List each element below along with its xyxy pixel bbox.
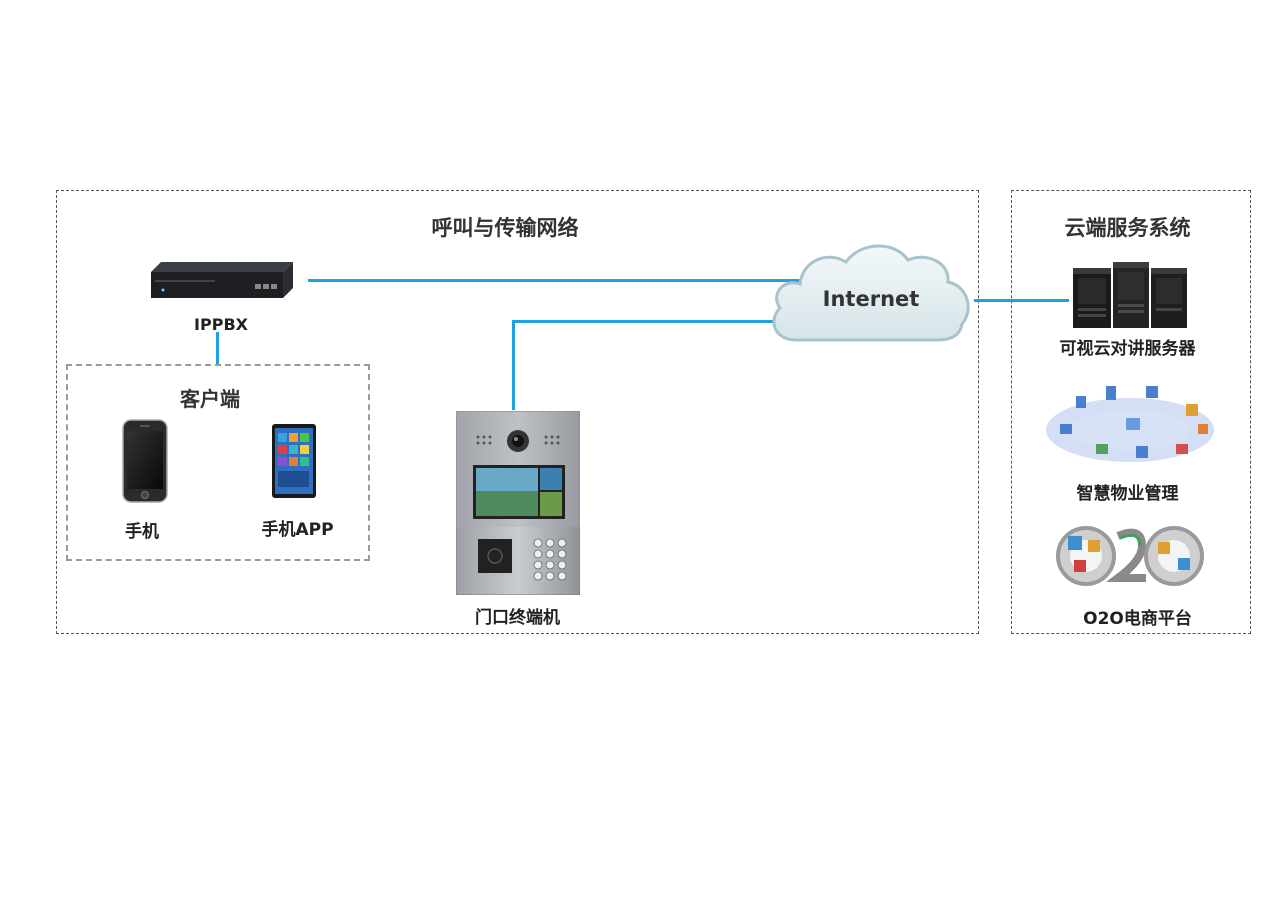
client-panel [66, 364, 370, 561]
server-tower-image [1069, 260, 1189, 330]
link-internet-server [974, 299, 1069, 302]
phone-label: 手机 [125, 522, 159, 542]
phone-app-label: 手机APP [261, 520, 334, 540]
link-door-internet [512, 320, 774, 323]
internet-label: Internet [822, 287, 920, 311]
network-title: 呼叫与传输网络 [431, 216, 579, 240]
door-terminal-image [456, 411, 580, 595]
link-ippbx-client [216, 332, 219, 364]
o2o-platform-label: O2O电商平台 [1083, 609, 1192, 629]
door-terminal-label: 门口终端机 [475, 608, 560, 628]
property-management-label: 智慧物业管理 [1076, 484, 1179, 504]
ippbx-label: IPPBX [194, 315, 248, 334]
client-title: 客户端 [180, 387, 240, 411]
phone-app-image [271, 423, 317, 499]
cloud-service-panel [1011, 190, 1251, 634]
property-management-image [1036, 378, 1224, 476]
server-label: 可视云对讲服务器 [1059, 339, 1196, 359]
cloud-service-title: 云端服务系统 [1064, 216, 1191, 240]
o2o-platform-image [1054, 516, 1206, 590]
link-door-vertical [512, 320, 515, 410]
network-panel [56, 190, 979, 634]
internet-cloud-icon [766, 240, 976, 344]
link-ippbx-internet [308, 279, 800, 282]
phone-image [122, 419, 168, 503]
ippbx-device-image [143, 260, 301, 304]
